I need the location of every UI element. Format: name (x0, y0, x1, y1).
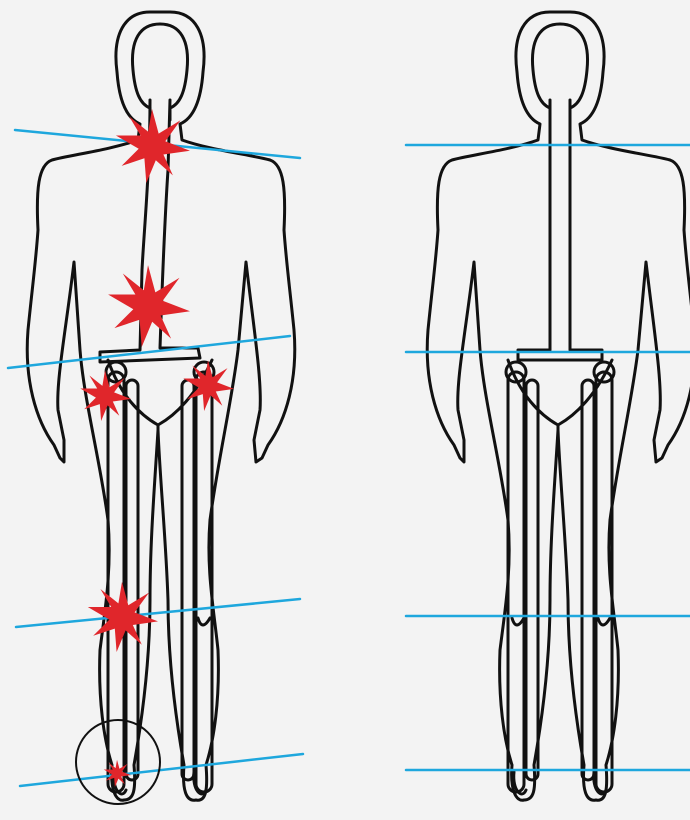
pain-right-hip (183, 360, 234, 411)
pelvis-line (8, 336, 290, 368)
alignment-lines-aligned (406, 145, 690, 770)
knee-line (16, 599, 300, 627)
figure-aligned (406, 12, 690, 800)
foot-line (20, 754, 303, 786)
figure-misaligned (8, 12, 303, 804)
pain-lower-back (108, 265, 190, 347)
